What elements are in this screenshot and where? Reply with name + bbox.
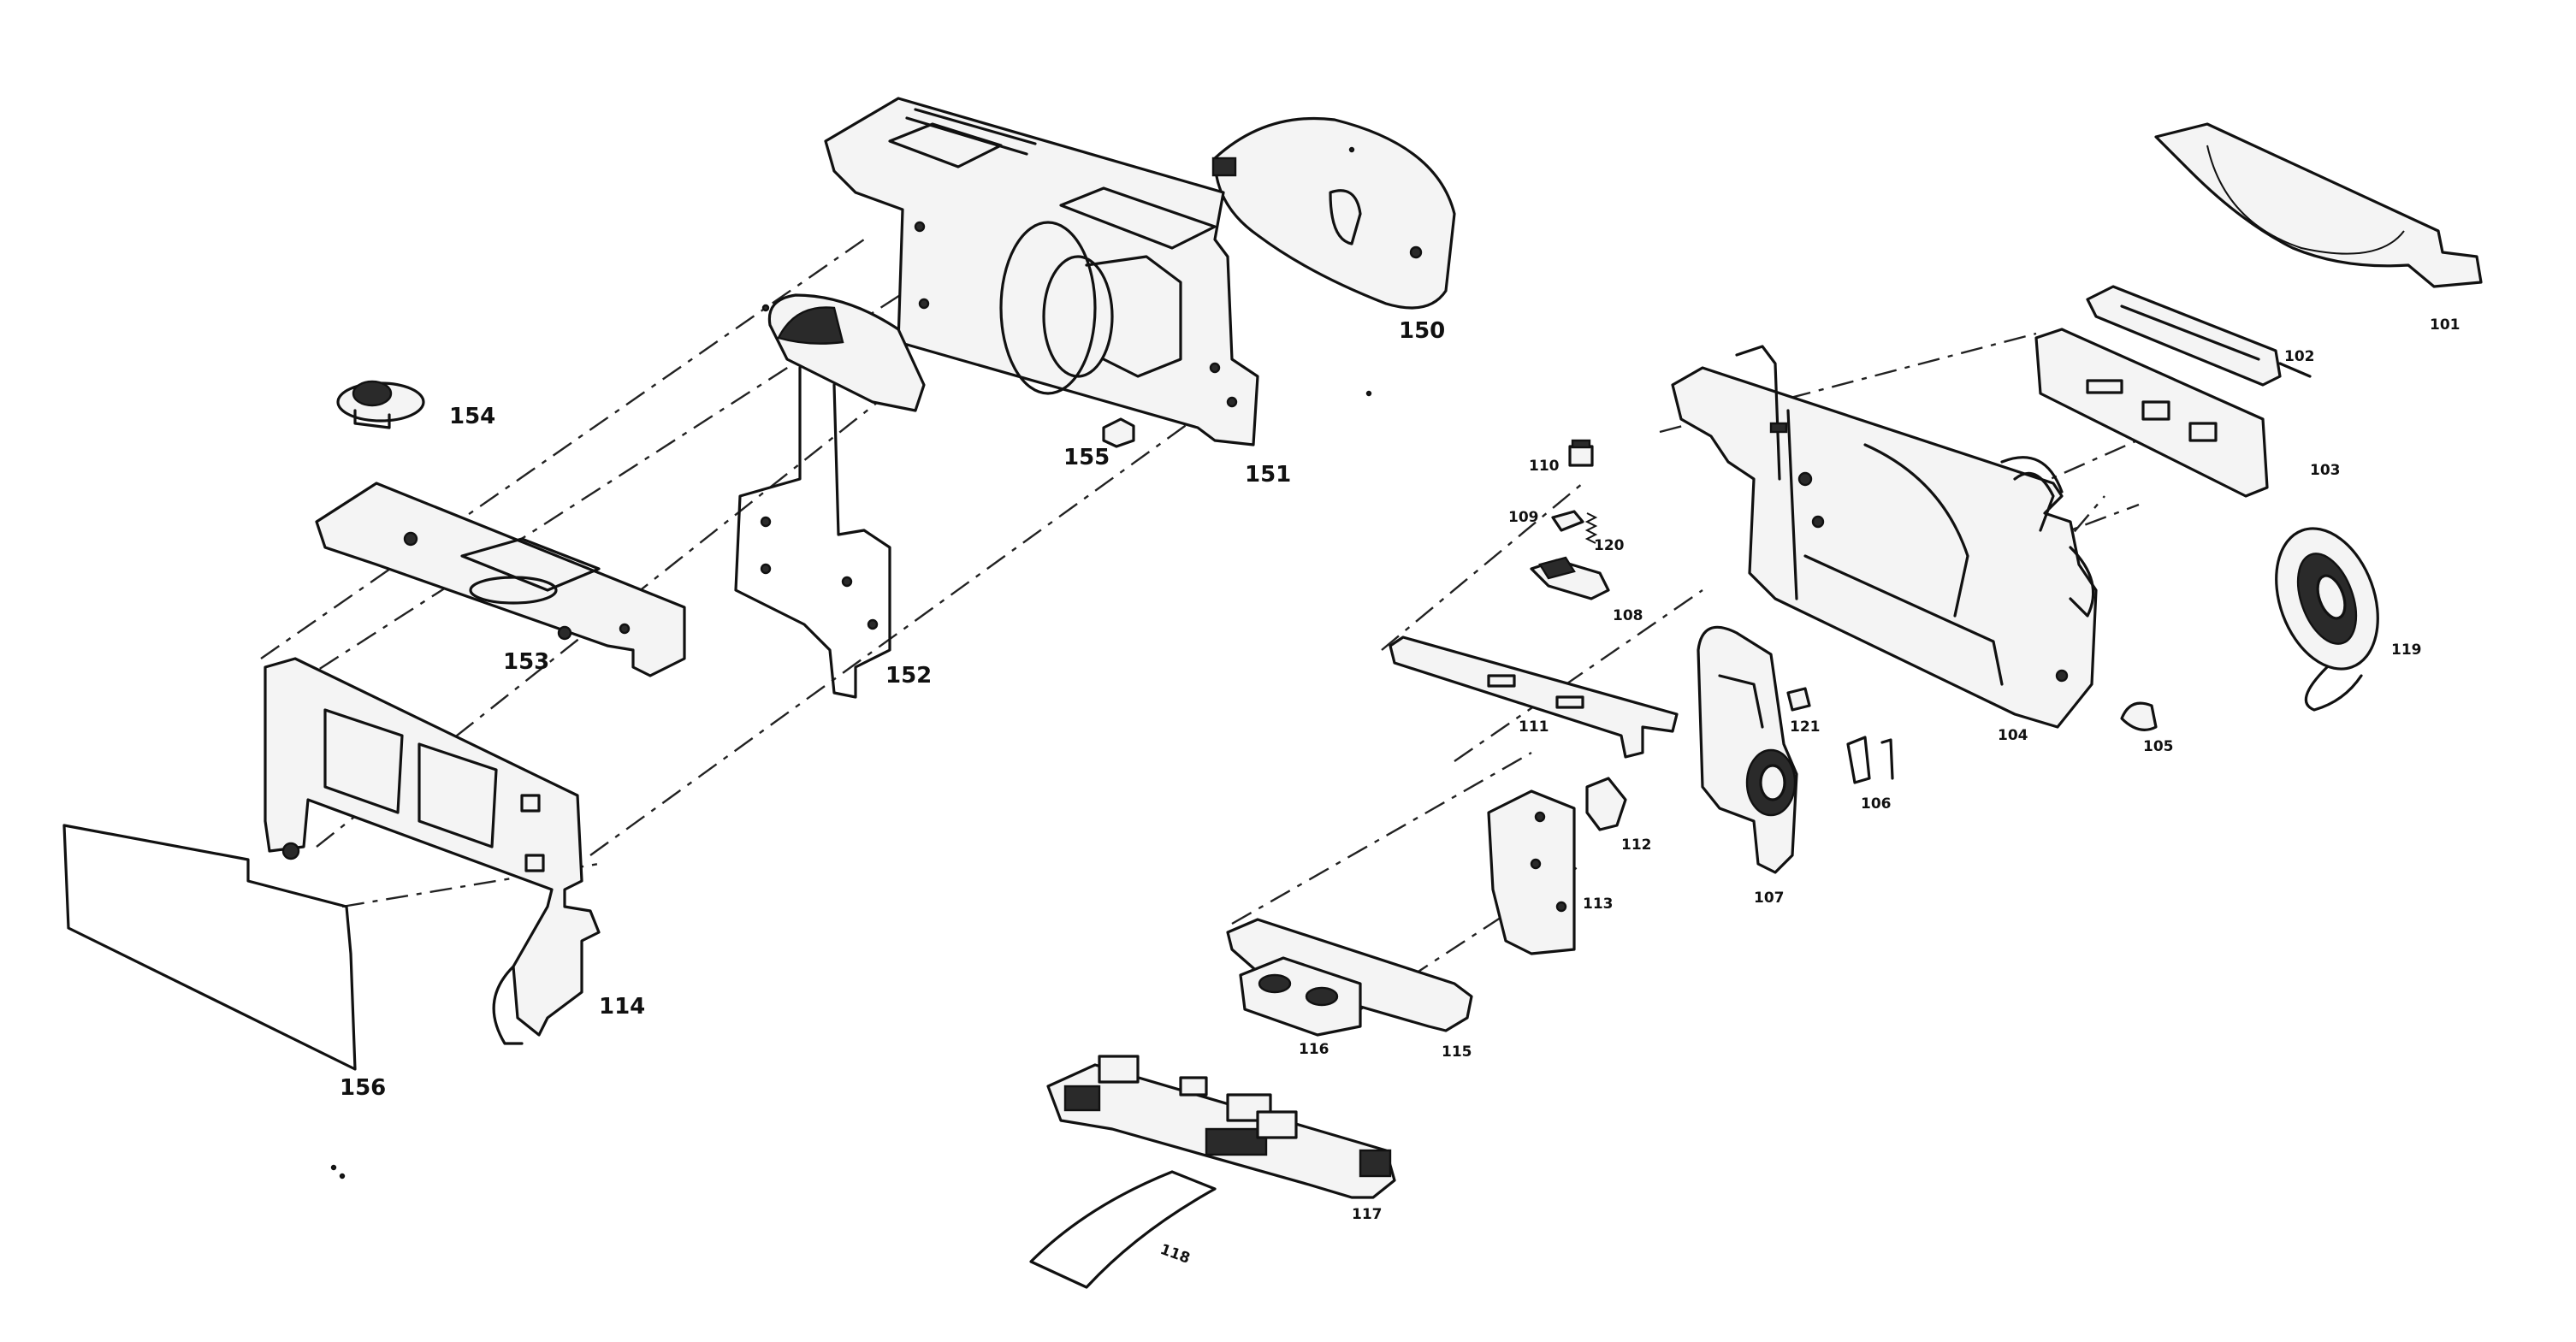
- part-103-side-bracket: [2034, 328, 2269, 498]
- callout-labels: 101 102 103 104 105 106 107 108 109 110 …: [340, 316, 2461, 1268]
- callout-113: 113: [1583, 896, 1614, 913]
- part-106-bracket: [1846, 736, 1894, 784]
- scan-marks: [330, 146, 1372, 1179]
- part-105-cap: [2120, 701, 2158, 731]
- callout-151: 151: [1245, 462, 1291, 488]
- callout-154: 154: [449, 404, 495, 429]
- callout-107: 107: [1754, 890, 1785, 907]
- part-151-upper-chassis: [824, 97, 1259, 446]
- callout-118: 118: [1158, 1241, 1192, 1268]
- part-121-clip: [1786, 687, 1811, 712]
- callout-109: 109: [1508, 509, 1539, 526]
- part-153-switch-bracket: [315, 482, 686, 677]
- callout-121: 121: [1790, 718, 1821, 736]
- callout-114: 114: [599, 994, 645, 1020]
- part-110-switch-cap: [1568, 439, 1594, 467]
- callout-105: 105: [2143, 738, 2174, 755]
- part-102-grip-frame: [2086, 285, 2312, 387]
- callout-103: 103: [2310, 462, 2341, 479]
- callout-156: 156: [340, 1075, 386, 1101]
- part-109-slider: [1551, 510, 1584, 532]
- callout-115: 115: [1442, 1043, 1472, 1061]
- part-119-reel: [2275, 527, 2379, 712]
- part-117-connector-bar: [1046, 1055, 1396, 1199]
- part-111-bar: [1389, 636, 1679, 759]
- callout-102: 102: [2284, 348, 2315, 365]
- part-154-button: [336, 380, 425, 429]
- part-150-side-cover: [1211, 116, 1456, 310]
- part-104-lower-chassis: [1671, 345, 2098, 729]
- part-112-small-part: [1585, 777, 1627, 831]
- callout-119: 119: [2391, 641, 2422, 659]
- part-118-flex-ribbon: [1029, 1170, 1217, 1289]
- callout-155: 155: [1063, 445, 1110, 470]
- callout-101: 101: [2430, 316, 2461, 334]
- callout-150: 150: [1399, 318, 1445, 344]
- callout-111: 111: [1519, 718, 1549, 736]
- callout-104: 104: [1998, 727, 2028, 744]
- callout-152: 152: [885, 663, 932, 689]
- callout-153: 153: [503, 649, 549, 675]
- part-113-board: [1487, 789, 1576, 955]
- callout-112: 112: [1621, 837, 1652, 854]
- callout-110: 110: [1529, 458, 1560, 475]
- part-120-spring: [1584, 512, 1598, 544]
- part-155-clip: [1102, 417, 1135, 448]
- callout-108: 108: [1613, 607, 1643, 624]
- callout-106: 106: [1861, 795, 1892, 813]
- part-108-lever: [1530, 556, 1610, 600]
- part-116-block: [1239, 956, 1362, 1037]
- part-156-panel: [62, 824, 357, 1071]
- part-114-rear-frame: [264, 657, 601, 1045]
- part-152-plate-with-cap: [734, 293, 926, 699]
- callout-120: 120: [1594, 537, 1625, 554]
- callout-117: 117: [1352, 1206, 1383, 1223]
- part-115-base-plate: [1226, 918, 1473, 1032]
- part-101-strap: [2154, 122, 2483, 288]
- part-107-lens-mount: [1697, 625, 1798, 874]
- callout-116: 116: [1299, 1041, 1329, 1058]
